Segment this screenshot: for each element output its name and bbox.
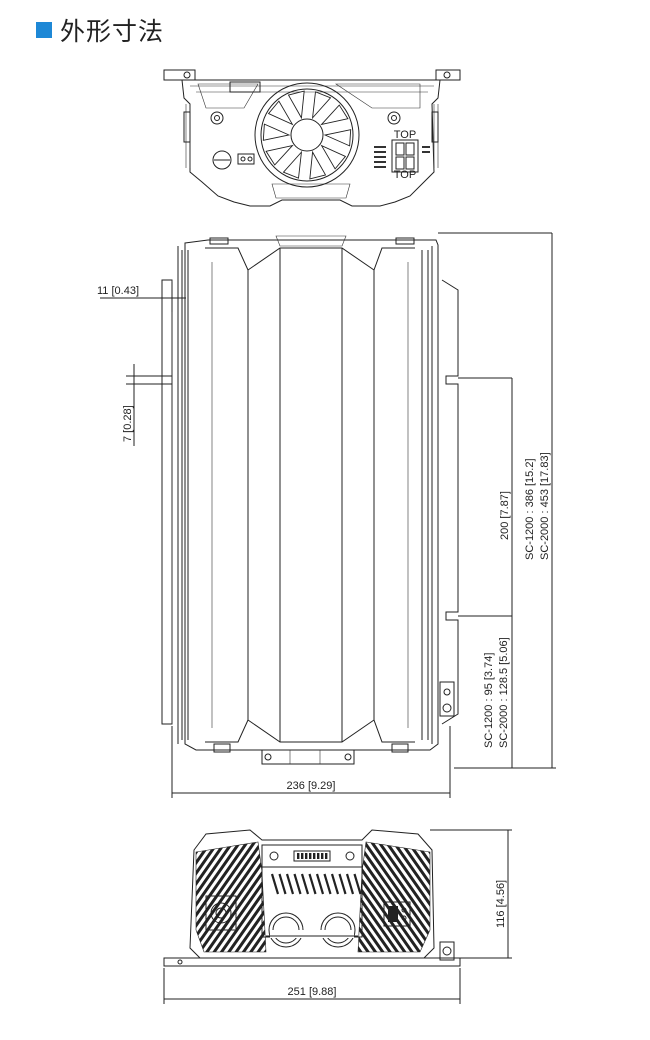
front-base-flange: [163, 957, 461, 967]
dc-input-connector: [210, 902, 232, 924]
front-dimension-lines: 116 [4.56] 251 [9.88]: [163, 829, 512, 1004]
fan-blade: [320, 144, 347, 170]
right-mount-flange: [435, 69, 461, 81]
connector-pin: [309, 853, 312, 859]
fan-blade: [282, 150, 303, 179]
front-housing-outline: [189, 829, 435, 959]
control-panel: [261, 844, 363, 868]
plan-dimension-lines: 11 [0.43] 7 [0.28] 200 [7.87] SC-1200 : …: [97, 232, 556, 798]
connector-pin: [321, 853, 324, 859]
fan-blade: [265, 144, 294, 166]
vent-slot: [353, 873, 362, 895]
vent-slot: [338, 873, 347, 895]
connector-pin: [297, 853, 300, 859]
top-grill-strip: [275, 235, 347, 247]
front-view: [163, 829, 461, 967]
fan-blade: [262, 123, 291, 141]
overall-width-dimension: 251 [9.88]: [288, 986, 337, 998]
cooling-fan: [254, 82, 360, 188]
top-end-view: TOP TOP: [163, 69, 461, 207]
section-marker-icon: [36, 22, 52, 38]
front-ground-stud: [439, 941, 455, 961]
section-title: 外形寸法: [60, 17, 165, 46]
length-sc1200-dimension: SC-1200 : 386 [15.2]: [524, 458, 536, 560]
vent-slot: [323, 873, 332, 895]
length-sc2000-dimension: SC-2000 : 453 [17.83]: [539, 452, 551, 560]
fan-hub: [290, 118, 324, 152]
body-outline: [184, 239, 439, 751]
vent-slot: [285, 873, 295, 895]
vent-slot: [270, 873, 280, 895]
small-connector: [237, 153, 255, 165]
terminal-pin-labels: [374, 146, 430, 168]
power-switch: [388, 906, 398, 922]
connector-pin: [305, 853, 308, 859]
power-switch-knob: [212, 150, 232, 170]
label-plate: [229, 81, 261, 93]
fan-blade: [267, 100, 294, 126]
slot-spacing-dimension: 200 [7.87]: [499, 491, 511, 540]
vent-slots: [270, 873, 362, 895]
mount-hole: [443, 71, 451, 79]
section-header: 外形寸法: [36, 14, 164, 46]
fan-blades: [262, 90, 352, 180]
flange-width-dimension: 11 [0.43]: [97, 285, 139, 297]
vent-slot: [293, 873, 302, 895]
left-heat-fins: [195, 841, 267, 953]
connector-pin: [301, 853, 304, 859]
vent-slot: [315, 873, 325, 895]
vent-slot: [330, 873, 340, 895]
right-heat-fins: [357, 841, 431, 953]
remote-terminal-block: [391, 139, 419, 173]
right-grill: [335, 83, 421, 109]
bottom-terminal-strip: [261, 749, 355, 765]
mount-sc1200-dimension: SC-1200 : 95 [3.74]: [483, 653, 495, 748]
remote-top-label: TOP: [394, 129, 416, 141]
end-housing-outline: [181, 79, 441, 207]
fan-blade: [309, 150, 327, 180]
screw-icon: [387, 111, 401, 125]
connector-pin: [325, 853, 328, 859]
fan-blade: [287, 90, 305, 120]
connector-pin: [317, 853, 320, 859]
right-flange-plate: [441, 279, 459, 725]
bottom-grill: [271, 183, 351, 199]
fan-blade: [311, 91, 332, 120]
left-flange-plate: [161, 279, 173, 725]
vent-slot: [278, 873, 287, 895]
flange-height-dimension: 7 [0.28]: [122, 405, 134, 442]
remote-connector: [293, 850, 331, 862]
fan-blade: [320, 104, 349, 126]
ground-stud: [439, 681, 455, 717]
remote-bottom-label: TOP: [394, 169, 416, 181]
fan-blade: [323, 129, 352, 147]
body-width-dimension: 236 [9.29]: [287, 780, 336, 792]
left-grill: [197, 83, 259, 109]
mount-sc2000-dimension: SC-2000 : 128.5 [5.06]: [498, 637, 510, 748]
vent-slot: [300, 873, 310, 895]
vent-slot: [345, 873, 355, 895]
screw-icon: [210, 111, 224, 125]
vent-slot: [308, 873, 317, 895]
plan-view: [161, 235, 459, 765]
height-dimension: 116 [4.56]: [495, 880, 507, 928]
connector-pin: [313, 853, 316, 859]
mount-hole: [183, 71, 191, 79]
